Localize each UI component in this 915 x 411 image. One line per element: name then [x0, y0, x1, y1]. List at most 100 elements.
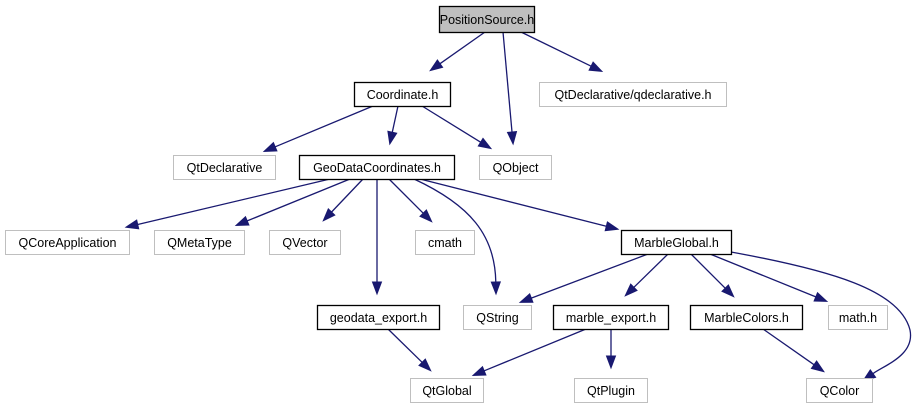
node-qvector: QVector: [269, 230, 341, 255]
node-geodatacoordinates[interactable]: GeoDataCoordinates.h: [298, 154, 456, 181]
arrowhead-icon: [429, 59, 444, 72]
edge-line: [137, 178, 331, 226]
node-qtdeclarative_qdeclarative: QtDeclarative/qdeclarative.h: [539, 82, 727, 107]
edge-marblecolors-to-qcolor: [762, 328, 825, 373]
edge-line: [483, 328, 587, 372]
edge-line: [246, 178, 351, 222]
arrowhead-icon: [810, 360, 825, 373]
node-marblecolors[interactable]: MarbleColors.h: [689, 304, 804, 331]
edge-line: [690, 253, 726, 289]
node-label: QString: [476, 311, 518, 325]
node-box: [463, 305, 532, 330]
edge-positionsource-to-qtdeclarative_qdeclarative: [520, 31, 604, 73]
arrowhead-icon: [234, 215, 250, 226]
arrowhead-icon: [490, 281, 502, 296]
node-box: [689, 304, 804, 331]
edge-geodatacoordinates-to-qcoreapplication: [124, 178, 331, 230]
node-label: QtPlugin: [587, 384, 635, 398]
edge-line: [387, 328, 423, 363]
node-label: QtDeclarative/qdeclarative.h: [554, 88, 711, 102]
edge-line: [391, 105, 399, 133]
edges-layer: [124, 31, 912, 382]
node-box: [574, 378, 648, 403]
arrowhead-icon: [604, 221, 620, 232]
edge-line: [531, 253, 649, 299]
edge-marbleglobal-to-qstring: [518, 253, 649, 303]
node-qcolor: QColor: [806, 378, 873, 403]
arrowhead-icon: [588, 61, 604, 73]
node-box: [154, 230, 245, 255]
arrowhead-icon: [506, 131, 518, 146]
node-qtglobal: QtGlobal: [410, 378, 484, 403]
arrowhead-icon: [605, 355, 617, 370]
node-label: cmath: [428, 236, 462, 250]
arrowhead-icon: [322, 208, 336, 222]
node-label: QtDeclarative: [187, 161, 263, 175]
node-qobject: QObject: [479, 155, 552, 180]
edge-coordinate-to-qtdeclarative: [262, 105, 374, 152]
node-box: [479, 155, 552, 180]
node-box: [316, 304, 441, 331]
edge-coordinate-to-geodatacoordinates: [387, 105, 399, 146]
arrowhead-icon: [813, 291, 829, 302]
arrowhead-icon: [624, 283, 638, 297]
arrowhead-icon: [418, 358, 432, 372]
edge-marble_export-to-qtglobal: [471, 328, 587, 376]
arrowhead-icon: [419, 209, 433, 223]
node-box: [415, 230, 475, 255]
node-box: [5, 230, 130, 255]
edge-line: [439, 31, 486, 65]
arrowhead-icon: [387, 130, 398, 146]
edge-geodata_export-to-qtglobal: [387, 328, 432, 372]
node-qcoreapplication: QCoreApplication: [5, 230, 130, 255]
node-label: QObject: [493, 161, 539, 175]
edge-marbleglobal-to-marble_export: [624, 253, 669, 297]
edge-line: [331, 178, 364, 213]
arrowhead-icon: [518, 293, 534, 303]
arrowhead-icon: [371, 281, 383, 296]
node-box: [806, 378, 873, 403]
edge-line: [274, 105, 374, 148]
edge-line: [388, 178, 424, 214]
arrowhead-icon: [262, 141, 278, 152]
edge-geodatacoordinates-to-qstring: [413, 178, 502, 296]
node-label: QtGlobal: [422, 384, 471, 398]
edge-positionsource-to-qobject: [502, 31, 518, 146]
node-box: [620, 229, 733, 256]
node-box: [539, 82, 727, 107]
node-box: [410, 378, 484, 403]
edge-line: [762, 328, 815, 366]
edge-line: [419, 178, 607, 227]
edge-geodatacoordinates-to-geodata_export: [371, 179, 383, 296]
node-qtdeclarative: QtDeclarative: [173, 155, 276, 180]
edge-marble_export-to-qtplugin: [605, 329, 617, 370]
node-label: QCoreApplication: [19, 236, 117, 250]
arrowhead-icon: [124, 219, 140, 230]
edge-line: [502, 31, 513, 133]
node-label: MarbleGlobal.h: [634, 236, 719, 250]
arrowhead-icon: [477, 137, 493, 150]
node-qtplugin: QtPlugin: [574, 378, 648, 403]
node-box: [173, 155, 276, 180]
node-label: geodata_export.h: [330, 311, 427, 325]
edge-marbleglobal-to-marblecolors: [690, 253, 735, 298]
edge-line: [413, 178, 497, 283]
node-label: marble_export.h: [566, 311, 656, 325]
node-marbleglobal[interactable]: MarbleGlobal.h: [620, 229, 733, 256]
node-label: PositionSource.h: [440, 13, 535, 27]
node-geodata_export[interactable]: geodata_export.h: [316, 304, 441, 331]
edge-coordinate-to-qobject: [421, 105, 493, 150]
node-coordinate[interactable]: Coordinate.h: [353, 81, 452, 108]
node-positionsource[interactable]: PositionSource.h: [438, 5, 536, 34]
arrowhead-icon: [721, 284, 735, 298]
node-marble_export[interactable]: marble_export.h: [552, 304, 670, 331]
edge-positionsource-to-coordinate: [429, 31, 486, 72]
node-label: QColor: [820, 384, 860, 398]
node-label: GeoDataCoordinates.h: [313, 161, 441, 175]
node-box: [269, 230, 341, 255]
edge-marbleglobal-to-math_h: [709, 253, 829, 302]
arrowhead-icon: [471, 365, 487, 376]
edge-geodatacoordinates-to-cmath: [388, 178, 433, 223]
